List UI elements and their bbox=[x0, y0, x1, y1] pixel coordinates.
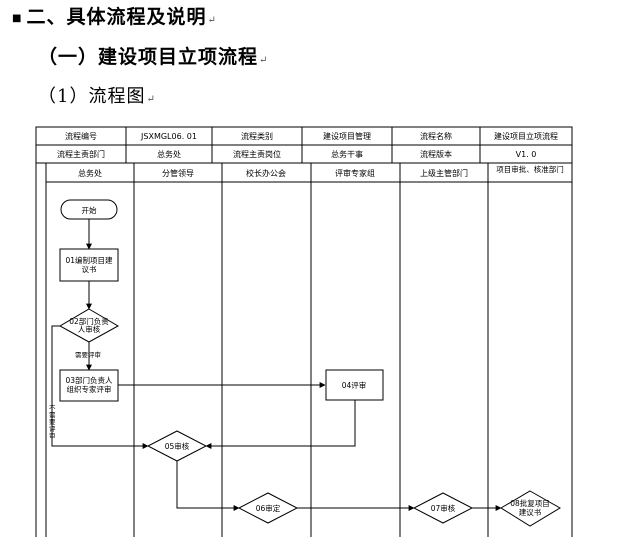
node-03-label: 03部门负责人 bbox=[65, 375, 113, 385]
lane-header: 校长办公会 bbox=[246, 168, 286, 178]
node-08-label: 08批复项目 bbox=[510, 498, 550, 508]
info-cell: JSXMGL06. 01 bbox=[140, 132, 197, 141]
info-cell: 总务干事 bbox=[331, 149, 363, 159]
info-cell: 流程编号 bbox=[65, 131, 97, 141]
subsection-heading: （一）建设项目立项流程↵ bbox=[38, 42, 268, 69]
node-04-evaluation bbox=[325, 369, 384, 401]
edge-04-05 bbox=[205, 400, 356, 449]
start-label: 开始 bbox=[82, 205, 97, 215]
node-06-approval bbox=[237, 492, 299, 524]
lane-header: 分管领导 bbox=[162, 168, 194, 178]
lane-header: 评审专家组 bbox=[335, 168, 375, 178]
edge-label-no-review: 要 bbox=[49, 418, 56, 426]
node-02-dept-head-review bbox=[58, 308, 120, 343]
info-cell: 建设项目管理 bbox=[323, 131, 371, 141]
node-03-organize-expert-review bbox=[59, 369, 119, 402]
edge-label-no-review: 审 bbox=[49, 431, 56, 440]
node-01-label: 议书 bbox=[82, 264, 97, 274]
edge-label-no-review: 不 bbox=[49, 404, 56, 412]
paragraph-mark-icon: ↵ bbox=[259, 55, 269, 66]
info-cell: 流程类别 bbox=[241, 131, 273, 141]
node-02-label: 02部门负责 bbox=[69, 316, 109, 326]
node-05-label: 05审核 bbox=[165, 441, 190, 451]
info-cell: V1. 0 bbox=[516, 150, 537, 159]
paragraph-mark-icon: ↵ bbox=[207, 15, 217, 26]
edge-label-need-review: 需要评审 bbox=[75, 350, 101, 359]
process-info-table bbox=[35, 126, 573, 164]
node-08-approve-proposal bbox=[500, 490, 561, 527]
node-06-label: 06审定 bbox=[256, 503, 281, 513]
flowchart-heading: （1）流程图↵ bbox=[38, 82, 156, 108]
bullet-icon: ■ bbox=[12, 12, 23, 24]
node-05-review bbox=[146, 430, 208, 462]
flowchart-heading-text: （1）流程图 bbox=[38, 86, 146, 107]
section-heading-text: 二、具体流程及说明 bbox=[26, 6, 207, 28]
lane-header: 项目审批、核准部门 bbox=[496, 164, 564, 174]
edge-label-no-review: 需 bbox=[49, 411, 56, 419]
info-cell: 总务处 bbox=[157, 149, 181, 159]
start-node bbox=[60, 199, 118, 220]
edge-02-05-no-review bbox=[51, 325, 149, 449]
lane-header: 上级主管部门 bbox=[420, 168, 468, 178]
info-cell: 建设项目立项流程 bbox=[494, 131, 558, 141]
node-02-label: 人审核 bbox=[78, 324, 101, 334]
info-cell: 流程主责岗位 bbox=[233, 149, 281, 159]
section-heading: ■二、具体流程及说明↵ bbox=[12, 2, 217, 29]
info-cell: 流程版本 bbox=[420, 149, 452, 159]
info-cell: 流程主责部门 bbox=[57, 149, 105, 159]
edge-05-06 bbox=[176, 461, 240, 511]
node-07-review bbox=[412, 492, 474, 524]
lane-header: 总务处 bbox=[78, 168, 102, 178]
paragraph-mark-icon: ↵ bbox=[146, 94, 156, 105]
node-01-prepare-proposal bbox=[59, 248, 119, 282]
info-cell: 流程名称 bbox=[420, 131, 452, 141]
node-04-label: 04评审 bbox=[342, 380, 367, 390]
node-07-label: 07审核 bbox=[431, 503, 456, 513]
subsection-heading-text: （一）建设项目立项流程 bbox=[38, 46, 259, 68]
edge-label-no-review: 评 bbox=[49, 425, 56, 433]
swimlane-grid bbox=[35, 163, 573, 537]
node-01-label: 01编制项目建 bbox=[65, 255, 113, 265]
node-03-label: 组织专家评审 bbox=[67, 384, 112, 394]
node-08-label: 建议书 bbox=[519, 507, 542, 517]
